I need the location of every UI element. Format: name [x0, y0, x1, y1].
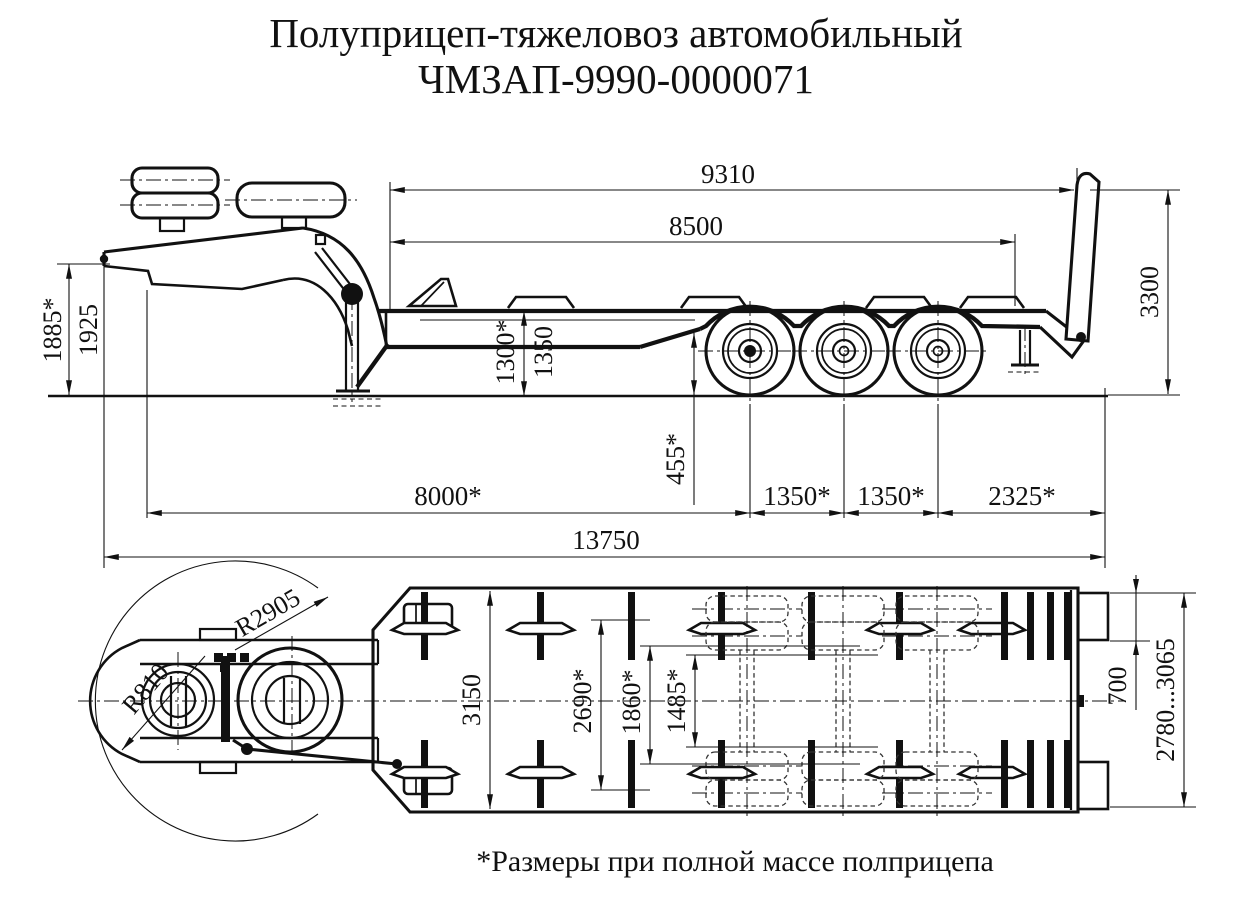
deck-hump — [958, 295, 1026, 309]
plan-gooseneck — [88, 560, 402, 842]
deck-hump — [864, 295, 934, 309]
title-line-2: ЧМЗАП-9990-0000071 — [418, 56, 814, 102]
wheel-axle-3 — [886, 301, 990, 403]
dim-front-height: 1885* 1925 — [38, 263, 103, 396]
plan-view: 3150 2690* 1860* 1485* — [78, 560, 1196, 842]
dim-label: 700 — [1103, 667, 1132, 706]
drawing-title: Полуприцеп-тяжеловоз автомобильный ЧМЗАП… — [269, 10, 962, 102]
dim-kingpin-to-axle1: 8000* — [146, 481, 751, 516]
spare-tyres — [120, 166, 357, 233]
dim-rear-overhang: 2325* — [937, 481, 1106, 516]
dim-ramp-spacing-range: 2780...3065 — [1110, 592, 1196, 808]
dim-label: 455* — [661, 433, 690, 485]
dim-ramp-height: 3300 — [1135, 189, 1171, 395]
side-view: 9310 8500 3300 1885* 1925 1300* 1350 — [38, 159, 1180, 568]
ramp-pivot — [1076, 332, 1086, 342]
plan-rear-ramps — [1076, 591, 1110, 811]
dimensions-plan: 3150 2690* 1860* 1485* — [116, 575, 1196, 810]
dim-label: 1350* — [763, 481, 831, 511]
deck-hump — [679, 295, 749, 309]
dim-track-width: 1485* — [662, 654, 878, 748]
tyre-group-axle2 — [801, 586, 885, 816]
rear-support-leg — [1008, 326, 1041, 374]
lock-bar — [221, 656, 230, 742]
gooseneck — [99, 226, 389, 348]
release-handle — [246, 747, 398, 766]
loading-ramp-raised — [1064, 171, 1101, 343]
front-support-leg — [333, 283, 390, 407]
dim-frame-width: 1860* — [617, 645, 860, 765]
bogie-wheels — [698, 301, 990, 403]
swing-arc — [94, 560, 319, 842]
dimensions-side: 9310 8500 3300 1885* 1925 1300* 1350 — [38, 159, 1180, 568]
dim-label: 9310 — [701, 159, 755, 189]
wheel-chock — [405, 277, 458, 308]
dim-label: 1350 — [529, 326, 558, 378]
dim-deck-length: 8500 — [389, 211, 1016, 245]
dim-platform-to-ramp: 9310 — [389, 159, 1075, 193]
deck-hump — [506, 295, 576, 309]
dim-deck-height: 1300* 1350 — [491, 310, 558, 397]
dim-label: 13750 — [572, 525, 640, 555]
dim-label: 1925 — [74, 304, 103, 356]
tyre-group-axle1 — [692, 586, 802, 816]
bogie-tyres-hidden — [692, 586, 992, 816]
dim-label: 8500 — [669, 211, 723, 241]
dim-label: 8000* — [414, 481, 482, 511]
front-hook — [99, 254, 109, 264]
dim-label: 1885* — [38, 298, 67, 363]
dim-axle-spacing-2: 1350* — [843, 481, 939, 516]
dim-label: 1300* — [491, 320, 520, 385]
dim-label: 1860* — [617, 670, 646, 735]
dim-label: R2905 — [230, 583, 305, 643]
dim-label: 3300 — [1135, 266, 1164, 318]
dim-ramp-width: 700 — [1103, 575, 1196, 710]
footnote: *Размеры при полной массе полприцепа — [476, 845, 994, 878]
dim-rear-clearance: 455* — [661, 332, 697, 485]
rear-rib-bars — [1001, 592, 1070, 808]
dim-label: 1350* — [857, 481, 925, 511]
dim-overall-width: 3150 — [457, 590, 493, 810]
dim-label: 2325* — [988, 481, 1056, 511]
deck — [378, 277, 1087, 360]
dim-label: 2690* — [568, 669, 597, 734]
tie-down-fittings — [388, 592, 1070, 808]
dim-label: 1485* — [662, 669, 691, 734]
dim-label: 2780...3065 — [1151, 638, 1180, 762]
dim-overall-length: 13750 — [103, 525, 1106, 560]
dim-width-over-tyres: 2690* — [568, 619, 650, 791]
dim-axle-spacing-1: 1350* — [749, 481, 845, 516]
title-line-1: Полуприцеп-тяжеловоз автомобильный — [269, 10, 962, 56]
tyre-group-axle3 — [882, 586, 992, 816]
dim-label: 3150 — [457, 674, 486, 726]
